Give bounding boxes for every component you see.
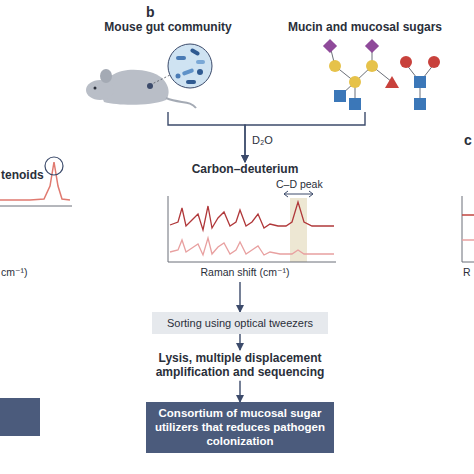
result-box: Consortium of mucosal sugar utilizers th… <box>146 402 334 453</box>
partial-spectrum-right-part <box>462 262 474 263</box>
partial-spectrum-right <box>462 196 474 262</box>
raman-spectrum-part <box>170 202 334 230</box>
partial-spectrum-left-part <box>45 157 63 175</box>
partial-box-left <box>0 398 40 436</box>
mouse-illustration-part <box>168 44 212 88</box>
flow-arrow <box>239 282 240 312</box>
glycan-illustration-part <box>334 90 346 102</box>
mouse-illustration-part <box>196 60 205 64</box>
mouse-illustration-part <box>100 69 112 83</box>
partial-spectrum-right-part <box>462 239 474 241</box>
glycan-illustration-part <box>323 39 337 53</box>
axis-label: Raman shift (cm⁻¹) <box>150 266 340 278</box>
partial-spectrum-left <box>0 157 72 206</box>
raman-spectrum-part <box>168 262 336 263</box>
node-text: Sorting using optical tweezers <box>156 317 324 329</box>
illustration-group: Mucin and mucosal sugars <box>270 20 460 112</box>
raman-spectrum-part <box>309 191 313 197</box>
raman-spectrum-part <box>168 196 169 262</box>
panel-letter: b <box>146 4 155 20</box>
node-text: Mouse gut community <box>88 20 248 34</box>
glycan-illustration-part <box>414 98 426 110</box>
partial-heading: tenoids <box>1 168 44 182</box>
spectrum-panel: Carbon–deuteriumC–D peakRaman shift (cm⁻… <box>150 162 340 282</box>
process-box: Sorting using optical tweezers <box>152 312 328 334</box>
mouse-illustration-part <box>166 98 196 108</box>
partial-axis-label: R <box>463 266 471 278</box>
partial-spectrum-right-part <box>462 196 463 262</box>
glycan-illustration <box>323 39 440 110</box>
mouse-illustration-part <box>176 56 186 60</box>
raman-spectrum-part <box>290 198 307 262</box>
mouse-illustration-part <box>176 74 181 79</box>
flow-arrow <box>168 112 245 162</box>
illustration-group: Mouse gut community <box>88 20 248 112</box>
edge-label: D₂O <box>250 134 275 146</box>
node-text: Mucin and mucosal sugars <box>270 20 460 34</box>
mouse-illustration-part <box>94 87 97 90</box>
raman-spectrum-part <box>170 238 334 255</box>
flow-arrow <box>239 334 240 350</box>
partial-axis-label: cm⁻¹) <box>1 266 28 278</box>
partial-spectrum-right-part <box>462 214 474 216</box>
flow-arrow <box>245 112 365 162</box>
mouse-illustration-part <box>86 80 114 100</box>
glycan-illustration-part <box>349 98 361 110</box>
step-text: Lysis, multiple displacement amplificati… <box>140 350 340 381</box>
glycan-illustration-part <box>400 56 412 68</box>
flow-arrow <box>239 381 240 402</box>
panel-letter: c <box>464 132 472 148</box>
raman-spectrum-part <box>284 191 288 197</box>
node-text: Carbon–deuterium <box>150 162 340 176</box>
glycan-illustration-part <box>329 60 341 72</box>
peak-label: C–D peak <box>276 178 323 190</box>
mouse-illustration-part <box>182 68 195 76</box>
glycan-illustration-part <box>428 56 440 68</box>
glycan-illustration-part <box>414 76 426 88</box>
mouse-illustration-part <box>150 74 172 85</box>
node-text: Lysis, multiple displacement amplificati… <box>142 351 338 380</box>
node-text: Consortium of mucosal sugar utilizers th… <box>153 407 327 448</box>
mouse-illustration-part <box>186 80 196 84</box>
mouse-illustration-part <box>197 69 203 75</box>
partial-spectrum-left-part <box>0 162 70 200</box>
mouse-illustration-part <box>147 83 153 89</box>
mouse-illustration <box>86 44 212 108</box>
mouse-illustration-part <box>190 48 201 56</box>
glycan-illustration-part <box>385 76 399 88</box>
glycan-illustration-part <box>365 39 379 53</box>
raman-spectrum <box>168 191 336 262</box>
raman-spectrum-part <box>284 194 313 195</box>
glycan-illustration-part <box>349 76 361 88</box>
partial-spectrum-left-part <box>0 206 72 207</box>
glycan-illustration-part <box>366 60 378 72</box>
